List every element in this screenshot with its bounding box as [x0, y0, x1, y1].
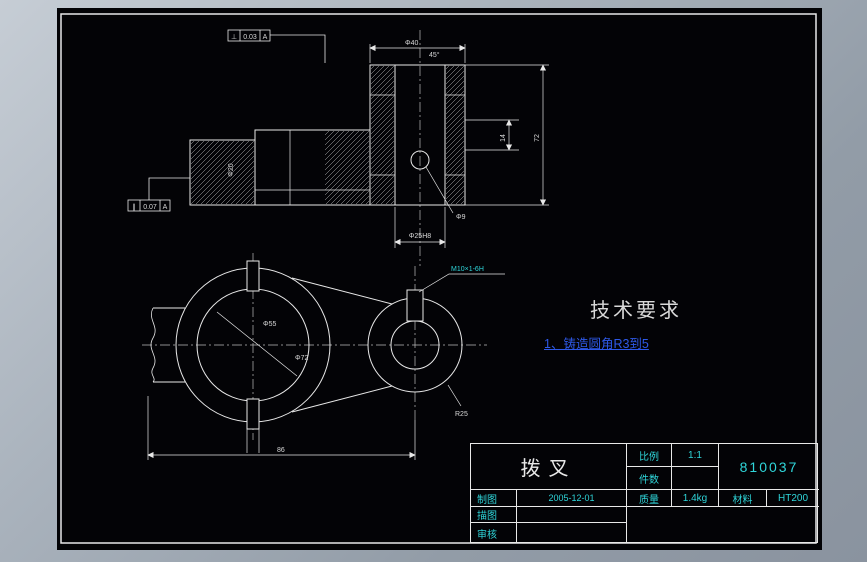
- ring-slot-top: [246, 260, 260, 292]
- tech-requirements-item: 1、铸造圆角R3到5: [544, 337, 649, 351]
- trace-label: 描图: [471, 506, 516, 522]
- datum-frame-top: [227, 29, 326, 63]
- title-block: 拨叉 比例 1:1 件数 810037 质量 1.4kg 材料 HT200 制图…: [470, 443, 819, 543]
- dim-ring-inner: Φ55: [263, 321, 276, 328]
- dim-fillet: R25: [455, 411, 468, 418]
- hatch-arm: [325, 131, 369, 204]
- pin-hole: [410, 150, 430, 170]
- check-label: 审核: [471, 522, 516, 543]
- dim-ring-outer: Φ72: [295, 355, 308, 362]
- dim-length: 86: [277, 447, 285, 454]
- datum-top-ref: A: [263, 34, 268, 41]
- datum-top-tolerance: 0.03: [243, 34, 257, 41]
- break-line: [150, 307, 156, 383]
- datum-frame-left: [127, 177, 190, 212]
- drawing-number: 810037: [718, 444, 819, 489]
- dim-height: 72: [534, 134, 541, 142]
- ring-slot-bottom: [246, 398, 260, 430]
- fork-arm-outline: [189, 129, 370, 206]
- datum-left-ref: A: [163, 204, 168, 211]
- dim-pad: Φ20: [228, 163, 235, 176]
- mass-value: 1.4kg: [671, 489, 718, 506]
- hub-outline: [369, 64, 466, 206]
- dim-thread: M10×1-6H: [451, 266, 484, 273]
- dim-chamfer: 45°: [429, 51, 440, 59]
- drawing-canvas[interactable]: Φ40 45° 14 72 Φ25H8 Φ20 Φ9 ⊥ 0: [57, 8, 822, 550]
- trace-value: [516, 506, 626, 522]
- hatch-right-wall: [446, 66, 464, 204]
- material-value: HT200: [766, 489, 819, 506]
- keyway-slot: [406, 289, 424, 322]
- datum-left-symbol: ∥: [132, 203, 136, 211]
- material-label: 材料: [718, 489, 766, 506]
- scale-value: 1:1: [671, 444, 718, 466]
- part-name: 拨叉: [520, 458, 577, 480]
- drawing-svg: Φ40 45° 14 72 Φ25H8 Φ20 Φ9 ⊥ 0: [60, 13, 817, 544]
- drawing-frame: [60, 13, 817, 544]
- hatch-left-wall: [371, 66, 394, 204]
- title-block-empty-cell: [626, 506, 819, 543]
- tech-requirements-title: 技术要求: [590, 300, 682, 322]
- datum-left-tolerance: 0.07: [143, 204, 157, 211]
- front-dimensions: [147, 273, 505, 460]
- dim-step: 14: [500, 134, 507, 142]
- dim-hub-width: Φ40: [405, 40, 418, 47]
- check-value: [516, 522, 626, 543]
- draft-label: 制图: [471, 489, 516, 506]
- scale-label: 比例: [626, 444, 671, 466]
- front-view: Φ55 Φ72 M10×1-6H R25 86: [142, 253, 505, 460]
- draft-date: 2005-12-01: [516, 489, 626, 506]
- mass-label: 质量: [626, 489, 671, 506]
- datum-top-symbol: ⊥: [231, 34, 237, 41]
- section-view: Φ40 45° 14 72 Φ25H8 Φ20 Φ9 ⊥ 0: [127, 29, 549, 266]
- quantity-value: [671, 466, 718, 489]
- dim-bore: Φ25H8: [409, 233, 431, 240]
- quantity-label: 件数: [626, 466, 671, 489]
- dim-pin: Φ9: [456, 214, 466, 221]
- hatch-pad: [191, 141, 254, 204]
- section-dimensions: [369, 44, 549, 248]
